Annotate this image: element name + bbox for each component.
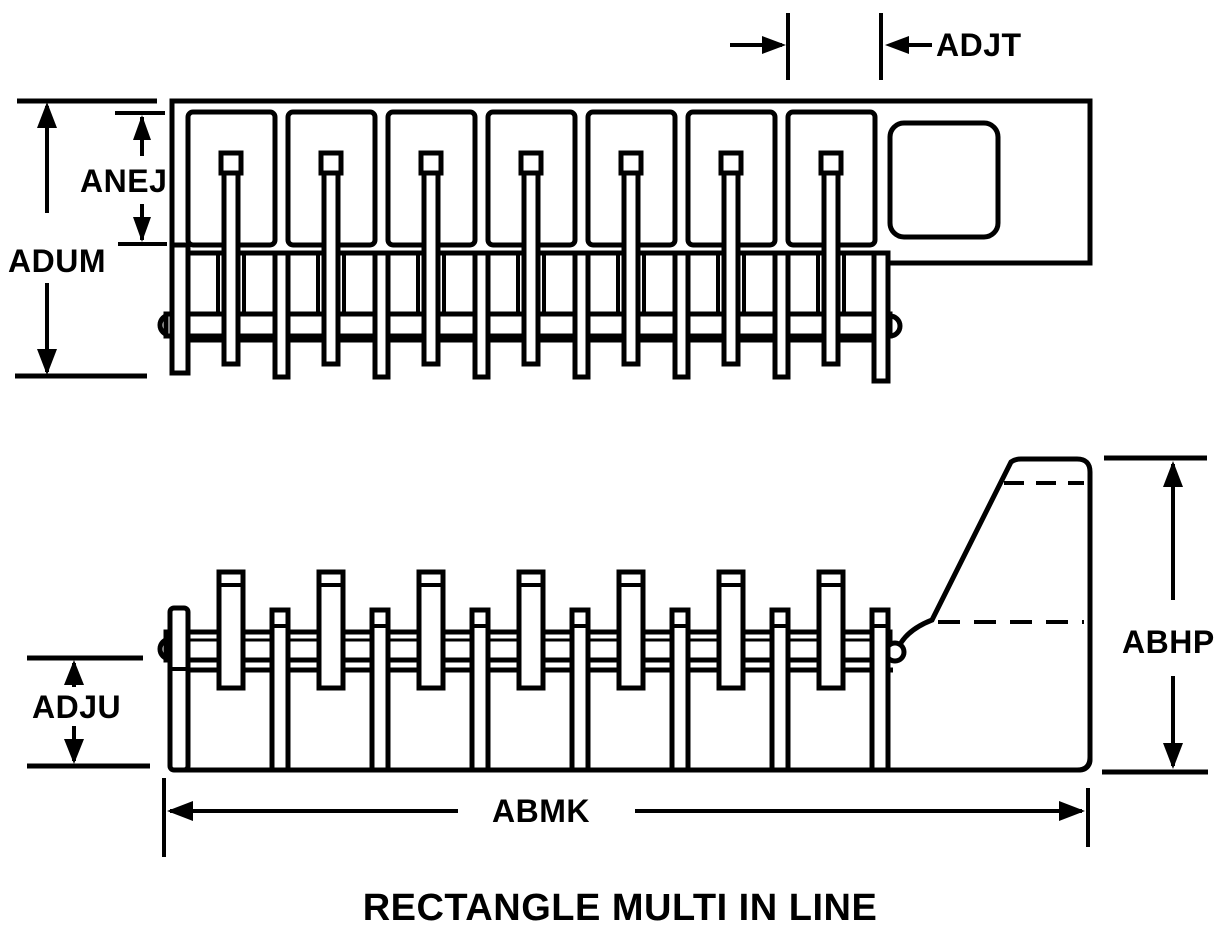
divider-leg	[475, 253, 488, 377]
short-flange	[672, 610, 688, 770]
tall-flange	[719, 572, 743, 688]
dim-anej: ANEJ	[80, 111, 167, 246]
dim-abmk: ABMK	[162, 778, 1090, 857]
tall-flange	[419, 572, 443, 688]
divider-leg	[675, 253, 688, 377]
dim-adum: ADUM	[8, 98, 157, 379]
label-adum: ADUM	[8, 243, 106, 279]
dim-abhp: ABHP	[1102, 455, 1215, 775]
side-view	[157, 456, 1093, 773]
left-wall	[169, 242, 191, 376]
tall-flange	[519, 572, 543, 688]
short-flange	[872, 610, 888, 770]
tall-flange	[319, 572, 343, 688]
tall-flange	[619, 572, 643, 688]
terminal-pin	[821, 153, 841, 364]
terminal-pin	[521, 153, 541, 364]
label-adju: ADJU	[32, 689, 121, 725]
label-abmk: ABMK	[492, 793, 590, 829]
right-wall	[871, 250, 891, 384]
divider-leg	[775, 253, 788, 377]
top-view	[157, 98, 1093, 384]
terminal-pin	[621, 153, 641, 364]
short-flange	[372, 610, 388, 770]
short-flange	[772, 610, 788, 770]
terminal-pin	[721, 153, 741, 364]
tall-flange	[819, 572, 843, 688]
label-adjt: ADJT	[936, 27, 1022, 63]
dim-adju: ADJU	[27, 655, 150, 769]
divider-leg	[275, 253, 288, 377]
end-bracket-face	[893, 459, 1090, 770]
dim-adjt: ADJT	[730, 13, 1022, 80]
terminal-pin	[421, 153, 441, 364]
divider-leg	[575, 253, 588, 377]
left-end-flange	[167, 605, 191, 773]
short-flange	[572, 610, 588, 770]
terminal-pin	[321, 153, 341, 364]
label-abhp: ABHP	[1122, 624, 1215, 660]
short-flange	[272, 610, 288, 770]
end-bracket-outline	[893, 456, 1093, 773]
divider-leg	[375, 253, 388, 377]
terminal-pin	[221, 153, 241, 364]
drawing-title: RECTANGLE MULTI IN LINE	[363, 887, 878, 929]
label-anej: ANEJ	[80, 163, 167, 199]
mounting-cavity	[887, 120, 1001, 240]
tall-flange	[219, 572, 243, 688]
short-flange	[472, 610, 488, 770]
